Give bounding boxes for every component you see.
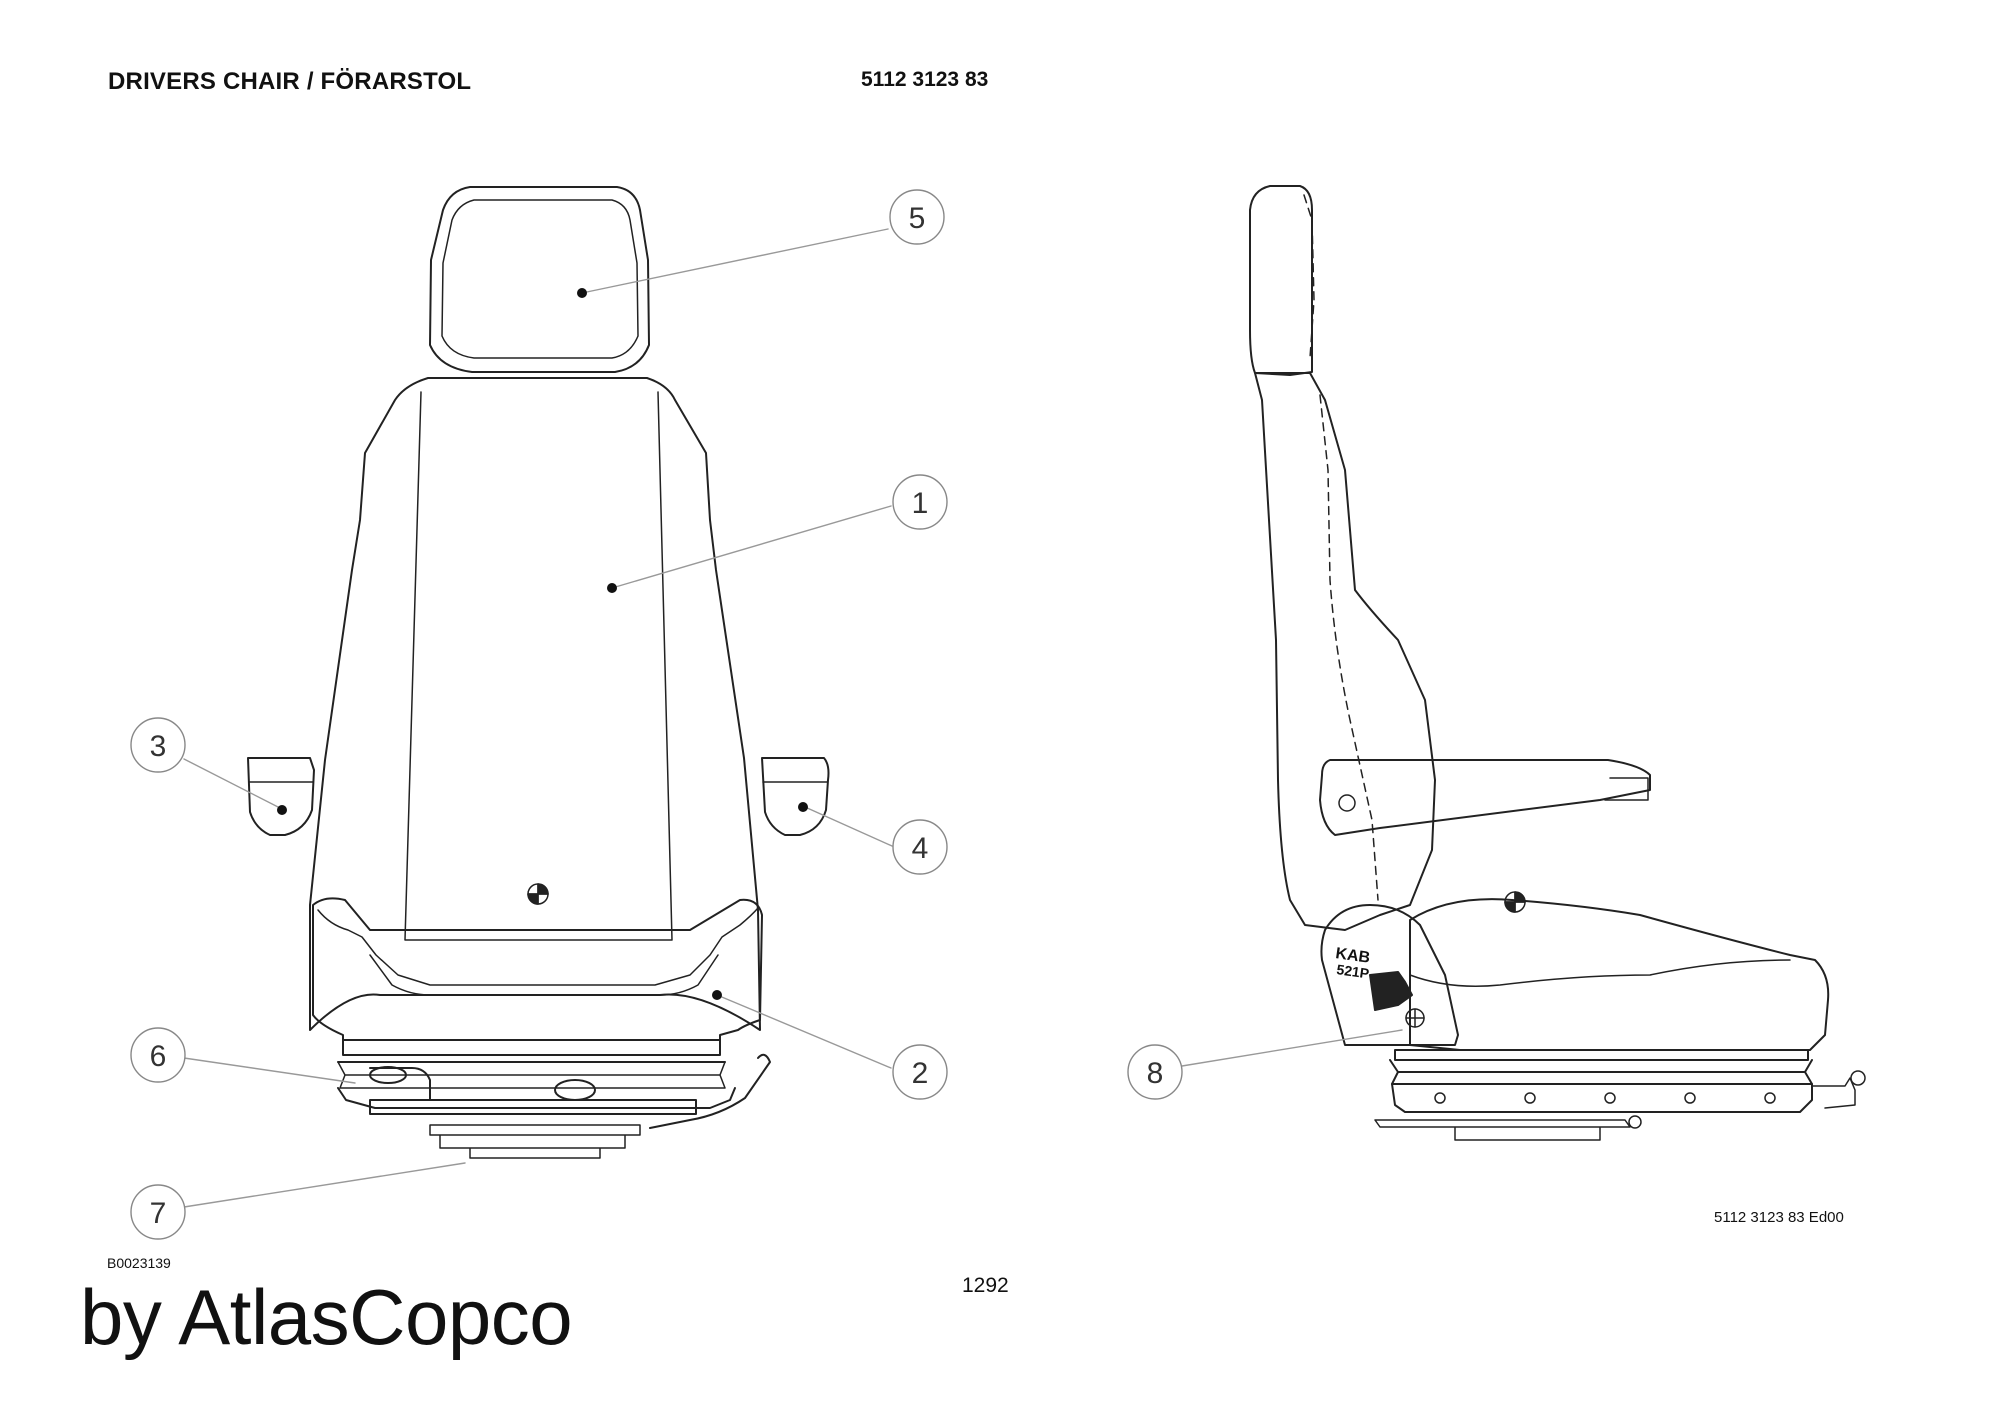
callout-3: 3 (130, 717, 186, 773)
leader-3 (183, 758, 281, 809)
callout-6-label: 6 (150, 1040, 167, 1073)
callout-7-label: 7 (150, 1197, 167, 1230)
callout-8: 8 (1127, 1044, 1183, 1100)
front-seat-cushion (312, 897, 763, 1041)
front-headrest (429, 186, 650, 373)
callout-bubbles: 5 1 3 4 2 6 7 (130, 189, 1183, 1240)
front-handle-grip (369, 1066, 407, 1084)
front-right-armrest (761, 757, 830, 836)
front-headrest-inner (441, 199, 639, 359)
leader-7 (183, 1162, 466, 1208)
front-seat-bolster (317, 907, 759, 986)
leader-6 (183, 1057, 356, 1084)
page-number: 1292 (962, 1274, 1009, 1297)
callout-3-label: 3 (150, 730, 167, 763)
front-seat-front-edge (369, 954, 719, 996)
callout-2-label: 2 (912, 1057, 929, 1090)
side-control-panel (1320, 904, 1459, 1046)
control-panel-label-2: 521P (1336, 961, 1371, 981)
side-rail-stop (1628, 1115, 1642, 1129)
leader-8 (1181, 1029, 1403, 1067)
side-seat-bottom-curve (1409, 959, 1791, 987)
callout-7: 7 (130, 1184, 186, 1240)
page-title: DRIVERS CHAIR / FÖRARSTOL (108, 68, 472, 95)
front-base-frame (337, 1087, 736, 1109)
side-armrest-front (1604, 777, 1649, 801)
callout-1: 1 (892, 474, 948, 530)
figure-id: B0023139 (107, 1255, 171, 1271)
front-suspension-top (342, 1039, 721, 1056)
side-rail (1374, 1119, 1631, 1141)
side-backrest-dashed (1319, 394, 1379, 901)
front-swivel-base (429, 1124, 641, 1159)
callout-4: 4 (892, 819, 948, 875)
part-number: 5112 3123 83 (861, 68, 989, 91)
callout-2: 2 (892, 1044, 948, 1100)
side-control-arrow (1369, 971, 1413, 1011)
side-headrest (1249, 185, 1313, 376)
side-suspension (1389, 1049, 1813, 1085)
brand-watermark: by AtlasCopco (80, 1273, 573, 1361)
front-suspension-bellow (337, 1061, 726, 1089)
front-left-armrest (247, 757, 315, 836)
front-view (247, 186, 830, 1159)
side-armrest (1319, 759, 1651, 836)
side-base-frame (1391, 1083, 1813, 1113)
front-backrest (309, 377, 761, 1031)
side-view (1249, 185, 1866, 1141)
edition-code: 5112 3123 83 Ed00 (1714, 1209, 1844, 1226)
leader-lines (183, 228, 1403, 1208)
side-armrest-pivot (1338, 794, 1356, 812)
callout-6: 6 (130, 1027, 186, 1083)
leader-4 (804, 806, 893, 847)
side-base-holes (1434, 1092, 1776, 1104)
callout-5: 5 (889, 189, 945, 245)
callout-1-label: 1 (912, 487, 929, 520)
side-lever (1811, 1077, 1856, 1109)
leader-dots (277, 288, 808, 1000)
front-slide-rail (369, 1099, 697, 1115)
leader-2 (716, 994, 892, 1069)
leader-1 (611, 505, 892, 589)
callout-5-label: 5 (909, 202, 926, 235)
cog-markers (527, 883, 1526, 913)
side-seat-cushion (1409, 898, 1830, 1051)
side-control-panel-label: KAB 521P (1334, 945, 1371, 981)
front-backrest-panel (404, 391, 673, 941)
front-lever-knob (554, 1079, 596, 1101)
callout-8-label: 8 (1147, 1057, 1164, 1090)
control-panel-label-1: KAB (1334, 945, 1371, 967)
front-side-lever (649, 1053, 771, 1129)
side-backrest (1254, 372, 1436, 931)
front-handle (369, 1067, 431, 1101)
side-lever-knob (1850, 1070, 1866, 1086)
leader-5 (581, 228, 889, 294)
callout-4-label: 4 (912, 832, 929, 865)
